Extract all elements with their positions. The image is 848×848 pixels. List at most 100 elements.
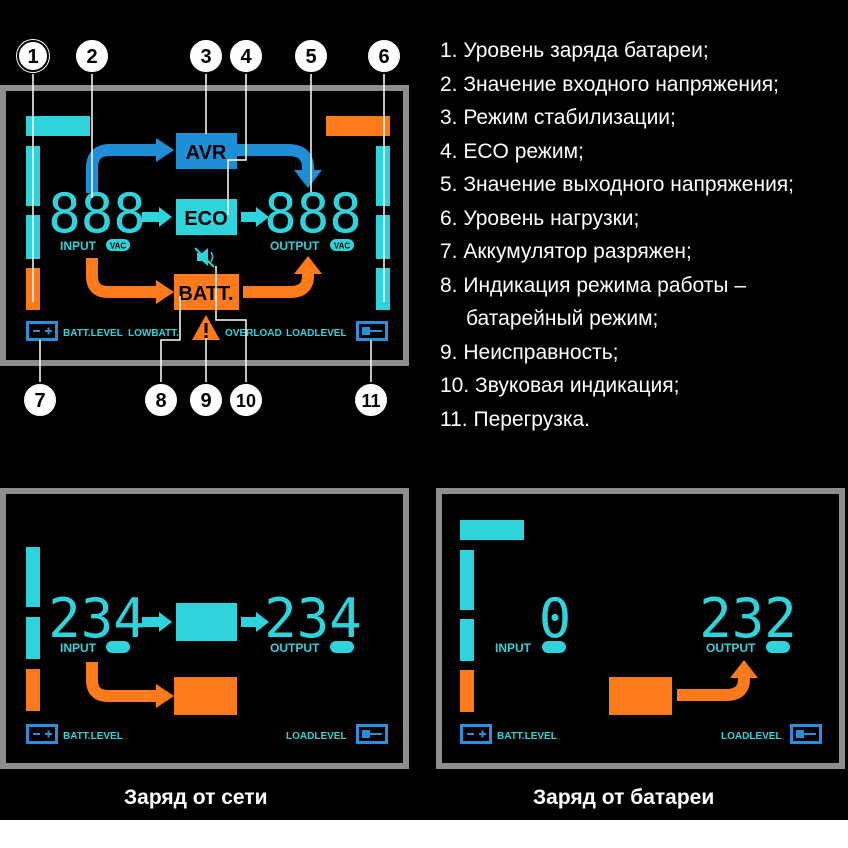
legend-item: 7. Аккумулятор разряжен;	[440, 240, 692, 263]
output-label: OUTPUT	[270, 239, 320, 253]
input-label: INPUT	[60, 239, 97, 253]
legend-item: 2. Значение входного напряжения;	[440, 72, 779, 96]
low-batt-label: LOWBATT.	[128, 328, 179, 339]
svg-text:8: 8	[155, 390, 166, 412]
mute-icon	[194, 247, 215, 268]
overload-label: OVERLOAD	[225, 328, 282, 339]
bp-load-level-label: LOADLEVEL	[721, 731, 782, 742]
callout-2: 2	[74, 38, 110, 74]
input-vac-label: VAC	[110, 242, 127, 251]
callout-4: 4	[228, 38, 264, 74]
fault-warning-icon	[192, 315, 220, 340]
battery-icon	[26, 321, 58, 341]
grid-battery-bar-2	[26, 547, 40, 607]
legend-item: 8. Индикация режима работы –	[440, 273, 746, 297]
grid-arrow-in-shaft	[142, 617, 160, 627]
grid-batt-arrow-head	[156, 684, 174, 708]
callout-10: 10	[228, 382, 264, 418]
grid-batt-arrow	[86, 662, 158, 702]
grid-load-level-label: LOADLEVEL	[286, 731, 347, 742]
bp-input-label: INPUT	[495, 641, 532, 655]
bp-battery-bar-top	[460, 520, 524, 540]
input-voltage-digits: 888	[48, 182, 146, 245]
bp-batt-arrow-head	[730, 660, 758, 678]
batt-box	[174, 274, 239, 310]
avr-label: AVR	[186, 142, 227, 164]
load-bar-4	[376, 268, 390, 310]
eco-box	[176, 199, 237, 235]
grid-input-label: INPUT	[60, 641, 97, 655]
grid-input-pill	[106, 641, 130, 653]
batt-arrow-out	[243, 272, 314, 298]
callout-11: 11	[353, 382, 389, 418]
batt-arrow-in-head	[156, 280, 174, 304]
legend-list: 1. Уровень заряда батареи; 2. Значение в…	[440, 34, 845, 436]
legend-item: 5. Значение выходного напряжения;	[440, 173, 795, 196]
callout-circles: 1 2 3 4 5 6 7	[16, 38, 402, 418]
battery-charge-panel: 0 232 INPUT OUTPUT BATT.LEVEL LOADLEVEL	[436, 488, 845, 769]
callout-6: 6	[366, 38, 402, 74]
grid-output-pill	[330, 641, 354, 653]
batt-label: BATT.	[178, 283, 233, 305]
legend-item: 4. ECO режим;	[440, 139, 584, 163]
avr-arrow-out-head	[294, 170, 322, 188]
bp-output-digits: 232	[699, 587, 797, 650]
eco-arrow-in-head	[159, 207, 172, 227]
diagram-canvas: AVR ECO BATT. 888 888 INPUT VAC OUT	[0, 38, 845, 769]
ups-display-diagram: AVR ECO BATT. 888 888 INPUT VAC OUT	[0, 0, 848, 820]
avr-arrow-out	[237, 144, 314, 172]
legend-item: 11. Перегрузка.	[440, 407, 590, 431]
svg-text:2: 2	[86, 46, 97, 68]
bp-output-label: OUTPUT	[706, 641, 756, 655]
svg-text:5: 5	[305, 46, 316, 68]
legend-item: 9. Неисправность;	[440, 340, 619, 364]
eco-arrow-out-shaft	[241, 212, 257, 222]
callout-3: 3	[188, 38, 224, 74]
load-level-label: LOADLEVEL	[286, 328, 347, 339]
load-bar-2	[376, 146, 390, 206]
svg-text:3: 3	[200, 46, 211, 68]
legend-item: 1. Уровень заряда батареи;	[440, 39, 709, 62]
grid-charge-panel: 234 234 INPUT OUTPUT BATT.LEVEL LOADL	[0, 488, 409, 769]
output-vac-pill	[330, 239, 354, 251]
bp-input-pill	[542, 641, 566, 653]
grid-load-icon	[356, 724, 388, 744]
eco-label: ECO	[184, 208, 227, 230]
grid-batt-box	[174, 677, 237, 715]
svg-text:10: 10	[236, 391, 256, 411]
bp-batt-level-label: BATT.LEVEL	[497, 731, 557, 742]
callout-8: 8	[143, 382, 179, 418]
main-lcd-panel: AVR ECO BATT. 888 888 INPUT VAC OUT	[0, 85, 409, 366]
grid-arrow-in-head	[159, 612, 172, 632]
legend-item-continuation: батарейный режим;	[466, 307, 659, 330]
eco-arrow-out-head	[256, 207, 269, 227]
grid-battery-bar-3	[26, 617, 40, 659]
battery-bar-top	[26, 116, 90, 136]
load-level-bars	[326, 116, 390, 310]
grid-arrow-out-head	[256, 612, 269, 632]
bp-batt-box	[609, 677, 672, 715]
load-bar-3	[376, 215, 390, 259]
load-bar-top	[326, 116, 390, 136]
output-vac-label: VAC	[334, 242, 351, 251]
svg-text:4: 4	[240, 46, 252, 68]
svg-text:9: 9	[200, 390, 211, 412]
input-vac-pill	[106, 239, 130, 251]
grid-charge-caption: Заряд от сети	[124, 786, 268, 809]
svg-text:1: 1	[27, 46, 38, 68]
callout-9: 9	[188, 382, 224, 418]
callout-7: 7	[22, 382, 58, 418]
bp-battery-bar-2	[460, 550, 474, 610]
battery-charge-caption: Заряд от батареи	[533, 786, 715, 809]
batt-arrow-in	[86, 258, 158, 298]
grid-eco-box	[176, 603, 237, 641]
eco-arrow-in-shaft	[142, 212, 160, 222]
grid-output-digits: 234	[264, 587, 362, 650]
bp-load-icon	[790, 724, 822, 744]
bp-battery-icon	[460, 724, 492, 744]
callout-1: 1	[16, 39, 50, 73]
svg-text:6: 6	[378, 46, 389, 68]
callout-5: 5	[293, 38, 329, 74]
output-voltage-digits: 888	[264, 182, 362, 245]
grid-battery-bar-low	[26, 669, 40, 711]
